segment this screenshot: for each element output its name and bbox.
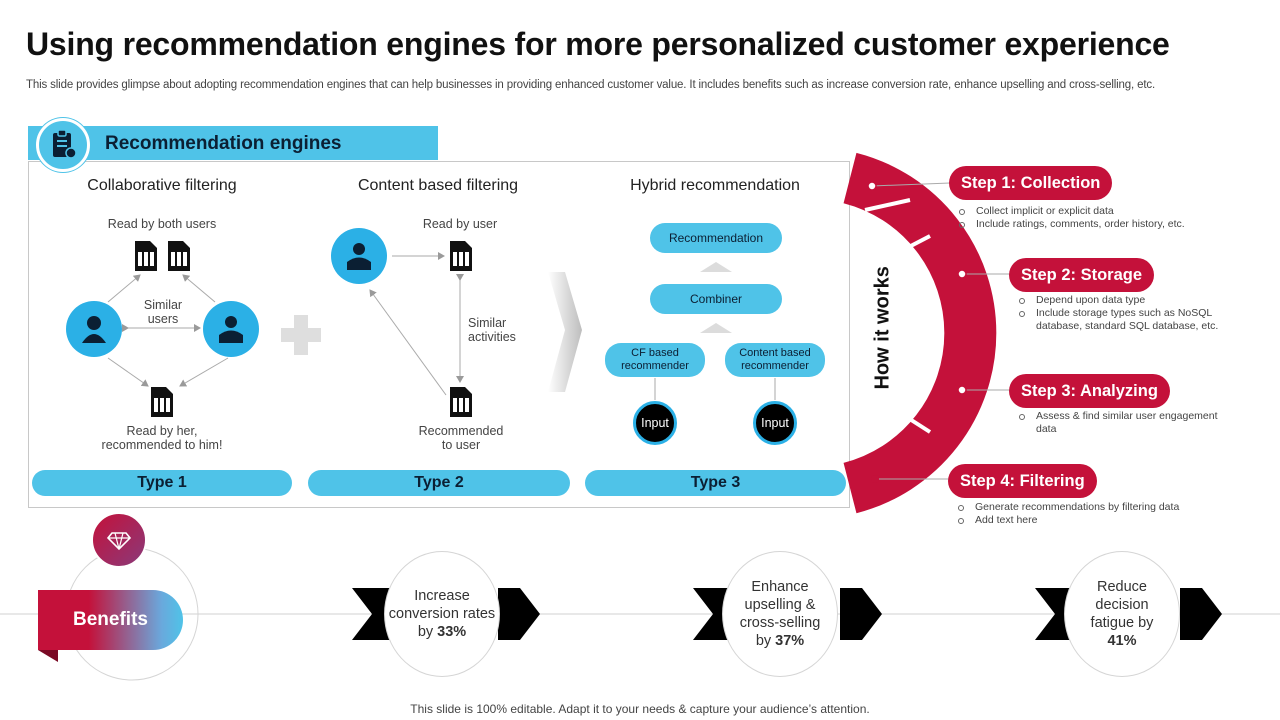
similar-users-label: Similar users — [143, 298, 183, 326]
page-subtitle: This slide provides glimpse about adopti… — [26, 79, 1156, 91]
list-item: Generate recommendations by filtering da… — [957, 501, 1217, 514]
step-1-bullets: Collect implicit or explicit data Includ… — [958, 205, 1228, 231]
step-2-bullets: Depend upon data type Include storage ty… — [1018, 294, 1233, 333]
type-1-bar: Type 1 — [32, 470, 292, 496]
content-title: Content based filtering — [357, 177, 519, 194]
recommended-to-user-label: Recommended to user — [418, 424, 504, 452]
collaborative-title: Collaborative filtering — [87, 177, 237, 194]
benefit-circle-2: Enhance upselling & cross-selling by 37% — [722, 551, 838, 677]
content-recommender-node: Content based recommender — [725, 343, 825, 377]
input-node-2: Input — [753, 401, 797, 445]
document-icon — [166, 240, 192, 277]
combiner-node: Combiner — [650, 284, 782, 314]
benefits-ribbon-fold — [38, 650, 58, 662]
benefit-circle-3: Reduce decision fatigue by 41% — [1064, 551, 1180, 677]
benefits-label: Benefits — [38, 590, 183, 650]
list-item: Assess & find similar user engagement da… — [1018, 410, 1218, 436]
step-3-pill: Step 3: Analyzing — [1009, 374, 1170, 408]
page-title: Using recommendation engines for more pe… — [26, 26, 1170, 62]
diamond-hands-icon — [91, 512, 147, 568]
document-icon — [133, 240, 159, 277]
benefit-circle-1: Increase conversion rates by 33% — [384, 551, 500, 677]
step-3-bullets: Assess & find similar user engagement da… — [1018, 410, 1218, 436]
cf-recommender-node: CF based recommender — [605, 343, 705, 377]
read-by-both-label: Read by both users — [107, 217, 217, 231]
document-icon — [448, 240, 474, 277]
document-icon — [149, 386, 175, 423]
document-icon — [448, 386, 474, 423]
list-item: Depend upon data type — [1018, 294, 1233, 307]
input-node-1: Input — [633, 401, 677, 445]
benefit-value-2: 37% — [775, 633, 805, 649]
step-4-bullets: Generate recommendations by filtering da… — [957, 501, 1217, 527]
list-item: Collect implicit or explicit data — [958, 205, 1228, 218]
read-by-her-label: Read by her, recommended to him! — [101, 424, 223, 452]
hybrid-title: Hybrid recommendation — [630, 177, 800, 194]
step-1-pill: Step 1: Collection — [949, 166, 1113, 200]
engines-header-label: Recommendation engines — [105, 133, 342, 154]
benefit-value-3: 41% — [1107, 633, 1137, 649]
step-4-pill: Step 4: Filtering — [948, 464, 1097, 498]
benefit-text-3: Reduce decision fatigue by — [1090, 579, 1154, 631]
type-3-bar: Type 3 — [585, 470, 846, 496]
list-item: Include storage types such as NoSQL data… — [1018, 307, 1233, 333]
recommendation-node: Recommendation — [650, 223, 782, 253]
similar-activities-label: Similar activities — [468, 316, 516, 344]
step-2-pill: Step 2: Storage — [1009, 258, 1155, 292]
clipboard-icon — [36, 118, 90, 172]
benefit-value-1: 33% — [437, 624, 467, 640]
female-user-icon — [66, 301, 122, 357]
user-icon — [331, 228, 387, 284]
benefit-text-2: Enhance upselling & cross-selling by — [739, 579, 821, 649]
list-item: Include ratings, comments, order history… — [958, 218, 1228, 231]
how-it-works-label: How it works — [871, 266, 894, 390]
male-user-icon — [203, 301, 259, 357]
footer-note: This slide is 100% editable. Adapt it to… — [410, 702, 870, 716]
list-item: Add text here — [957, 514, 1217, 527]
type-2-bar: Type 2 — [308, 470, 570, 496]
read-by-user-label: Read by user — [422, 217, 498, 231]
engines-panel — [28, 161, 850, 508]
benefit-text-1: Increase conversion rates by — [388, 588, 496, 640]
engines-header-bar — [28, 126, 438, 160]
